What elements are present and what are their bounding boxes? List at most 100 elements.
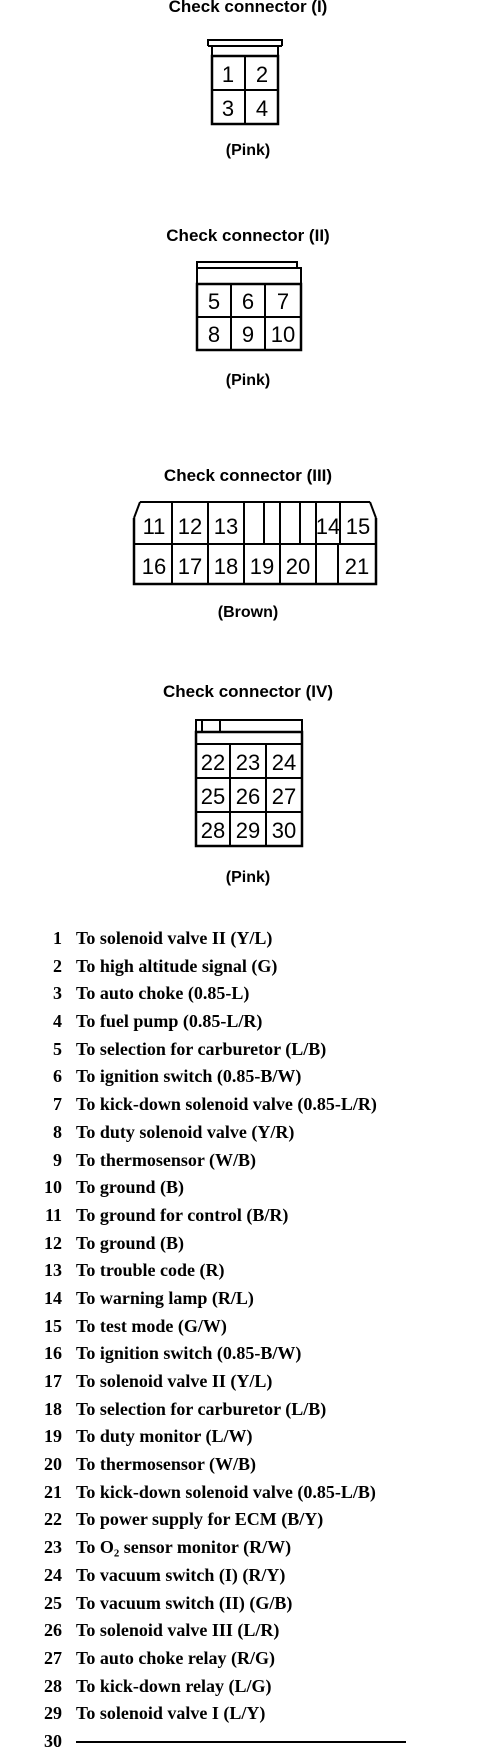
pin-21-label: 21 (345, 554, 369, 579)
pin-description: To kick-down solenoid valve (0.85-L/B) (76, 1481, 376, 1502)
pin-row: 13 To trouble code (R) (28, 1257, 488, 1285)
pin-number: 30 (44, 1730, 62, 1751)
connector-1-title: Check connector (I) (168, 0, 328, 16)
pin-description: To thermosensor (W/B) (76, 1149, 256, 1170)
connector-4-diagram: 22 23 24 25 26 27 28 29 30 (194, 719, 304, 848)
pin-number: 25 (44, 1592, 62, 1613)
pin-number: 11 (44, 1204, 62, 1225)
pin-description: To trouble code (R) (76, 1260, 225, 1281)
connector-3-diagram: 11 12 13 14 15 16 17 18 19 20 21 (132, 501, 378, 586)
pin-5-label: 5 (208, 289, 220, 314)
pin-19-label: 19 (250, 554, 274, 579)
pin-description: To vacuum switch (II) (G/B) (76, 1592, 293, 1613)
pin-description: To vacuum switch (I) (R/Y) (76, 1564, 286, 1585)
pin-description: To ignition switch (0.85-B/W) (76, 1066, 302, 1087)
pin-description: To power supply for ECM (B/Y) (76, 1509, 324, 1530)
pin-4-label: 4 (256, 96, 268, 121)
pin-number: 8 (53, 1121, 62, 1142)
pin-number: 3 (53, 983, 62, 1004)
pin-description: To ground (B) (76, 1177, 185, 1198)
pin-number: 17 (44, 1371, 62, 1391)
connector-2-title: Check connector (II) (166, 226, 330, 245)
pin-13-label: 13 (214, 514, 238, 539)
connector-4-color: (Pink) (225, 869, 271, 886)
pin-number: 13 (44, 1260, 62, 1281)
pin-number: 26 (44, 1620, 62, 1641)
pin-number: 23 (44, 1537, 62, 1558)
pin-number: 19 (44, 1426, 62, 1447)
pin-description: To ignition switch (0.85-B/W) (76, 1343, 302, 1364)
pin-12-label: 12 (178, 514, 202, 539)
pin-7-label: 7 (277, 289, 289, 314)
pin-description: To kick-down relay (L/G) (76, 1675, 272, 1696)
pin-9-label: 9 (242, 322, 254, 347)
connector-3-color: (Brown) (217, 604, 279, 621)
pin-row: 23 To O₂ sensor monitor (R/W) (28, 1534, 488, 1562)
pin-8-label: 8 (208, 322, 220, 347)
pin-description: To O₂ sensor monitor (R/W) (76, 1537, 292, 1558)
pin-description: To solenoid valve II (Y/L) (76, 1371, 273, 1391)
pin-number: 21 (44, 1481, 62, 1502)
connector-1-diagram: 1 2 3 4 (207, 39, 283, 126)
pin-row: 24 To vacuum switch (I) (R/Y) (28, 1562, 488, 1590)
pin-number: 12 (44, 1232, 62, 1253)
pin-row: 3 To auto choke (0.85-L) (28, 980, 488, 1008)
pin-number: 28 (44, 1675, 62, 1696)
pin-number: 15 (44, 1315, 62, 1336)
pin-11-label: 11 (143, 514, 166, 539)
pin-number: 6 (53, 1066, 62, 1087)
pin-description: To thermosensor (W/B) (76, 1454, 256, 1475)
pin-description: To duty solenoid valve (Y/R) (76, 1121, 295, 1142)
pin-number: 20 (44, 1454, 62, 1475)
pin-row: 7 To kick-down solenoid valve (0.85-L/R) (28, 1091, 488, 1119)
pin-14-label: 14 (316, 514, 340, 539)
pin-description: To solenoid valve II (Y/L) (76, 928, 273, 948)
pin-row: 8 To duty solenoid valve (Y/R) (28, 1119, 488, 1147)
pin-number: 27 (44, 1647, 62, 1668)
pin-15-label: 15 (346, 514, 370, 539)
pin-number: 16 (44, 1343, 62, 1364)
connector-3-title: Check connector (III) (163, 466, 333, 485)
pin-description: To auto choke (0.85-L) (76, 983, 250, 1004)
pin-29-label: 29 (236, 818, 260, 843)
pin-25-label: 25 (201, 784, 225, 809)
connector-4-title: Check connector (IV) (162, 682, 334, 701)
pin-16-label: 16 (142, 554, 166, 579)
connector-1-color: (Pink) (225, 142, 271, 159)
pin-description: To fuel pump (0.85-L/R) (76, 1011, 263, 1032)
pin-number: 9 (53, 1149, 62, 1170)
pin-row: 28 To kick-down relay (L/G) (28, 1673, 488, 1701)
pin-1-label: 1 (222, 62, 234, 87)
pin-row: 27 To auto choke relay (R/G) (28, 1645, 488, 1673)
pin-row: 20 To thermosensor (W/B) (28, 1451, 488, 1479)
pin-26-label: 26 (236, 784, 260, 809)
pin-28-label: 28 (201, 818, 225, 843)
pin-number: 2 (53, 955, 62, 976)
pin-number: 14 (44, 1287, 62, 1308)
pin-description: To kick-down solenoid valve (0.85-L/R) (76, 1094, 377, 1115)
pin-20-label: 20 (286, 554, 310, 579)
pin-number: 24 (44, 1564, 62, 1585)
pin-description: To solenoid valve I (L/Y) (76, 1703, 266, 1724)
pin-row: 21 To kick-down solenoid valve (0.85-L/B) (28, 1479, 488, 1507)
pin-row: 6 To ignition switch (0.85-B/W) (28, 1063, 488, 1091)
pin-24-label: 24 (272, 750, 296, 775)
pin-row: 11 To ground for control (B/R) (28, 1202, 488, 1230)
pin-description: To duty monitor (L/W) (76, 1426, 253, 1447)
pin-description: To ground for control (B/R) (76, 1204, 289, 1225)
pin-row: 9 To thermosensor (W/B) (28, 1147, 488, 1175)
pin-description: To auto choke relay (R/G) (76, 1647, 276, 1668)
pin-18-label: 18 (214, 554, 238, 579)
pin-row: 19 To duty monitor (L/W) (28, 1423, 488, 1451)
pin-6-label: 6 (242, 289, 254, 314)
pin-number: 7 (53, 1094, 62, 1115)
unused-pin-line (76, 1740, 406, 1743)
